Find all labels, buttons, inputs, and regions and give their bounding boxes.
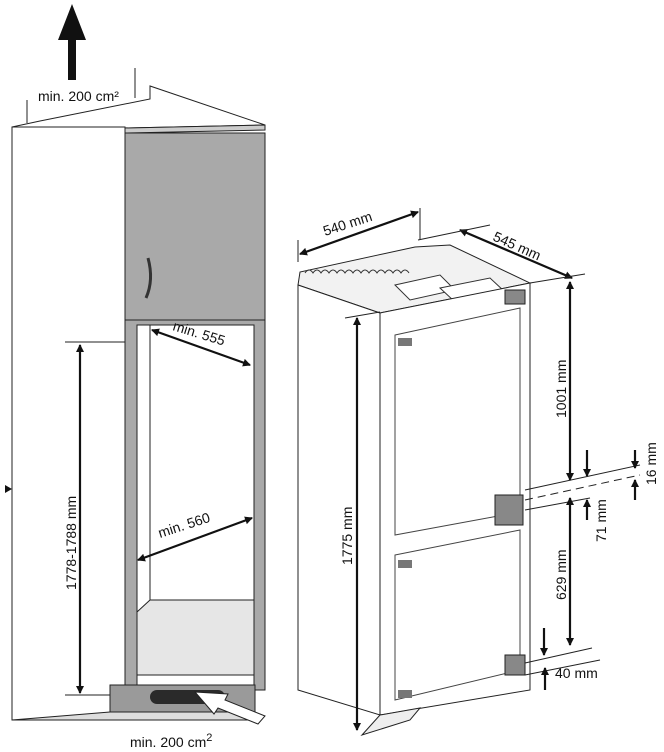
depth-label: 545 mm bbox=[491, 228, 544, 263]
appliance-side bbox=[297, 284, 381, 716]
upper-door-label: 1001 mm bbox=[553, 360, 569, 418]
lower-door-label: 629 mm bbox=[553, 549, 569, 600]
cabinet-upper-door bbox=[124, 132, 266, 321]
gap-label: 16 mm bbox=[643, 442, 659, 485]
hinge-middle bbox=[494, 494, 524, 526]
bottom-vent-label: min. 200 cm2 bbox=[130, 732, 212, 750]
airflow-up-arrow bbox=[58, 4, 86, 80]
hinge-bottom bbox=[504, 654, 526, 676]
cabinet-floor bbox=[136, 599, 255, 676]
airflow-in-arrow bbox=[193, 691, 266, 725]
cabinet-side-panel bbox=[11, 126, 126, 721]
lower-offset-label: 71 mm bbox=[593, 499, 609, 542]
height-label: 1775 mm bbox=[339, 507, 355, 565]
hinge-top bbox=[504, 289, 526, 305]
cabinet-height-label: 1778-1788 mm bbox=[63, 496, 79, 590]
top-vent-label: min. 200 cm² bbox=[38, 88, 119, 104]
door-handle bbox=[144, 257, 153, 299]
bottom-label: 40 mm bbox=[555, 665, 598, 681]
cabinet: min. 200 cm² min. 200 cm2 1778-1788 mm m… bbox=[5, 4, 266, 750]
appliance: 540 mm 545 mm 1775 mm 1001 mm 16 mm 71 m… bbox=[297, 208, 659, 737]
appliance-front bbox=[379, 282, 531, 716]
width-label: 540 mm bbox=[321, 208, 374, 239]
